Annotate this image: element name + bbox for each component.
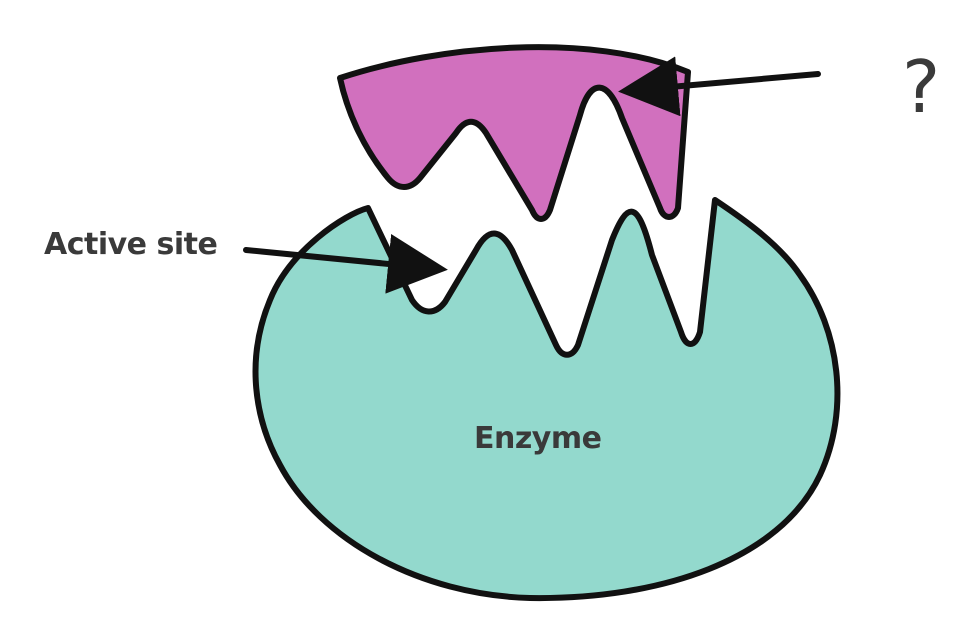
enzyme-shape [252, 197, 841, 602]
active-site-label: Active site [44, 227, 217, 262]
question-mark-label: ? [902, 45, 940, 129]
substrate-shape [337, 44, 691, 222]
enzyme-label: Enzyme [474, 421, 601, 456]
active-site-arrow [243, 234, 448, 294]
substrate-arrow [618, 56, 821, 117]
